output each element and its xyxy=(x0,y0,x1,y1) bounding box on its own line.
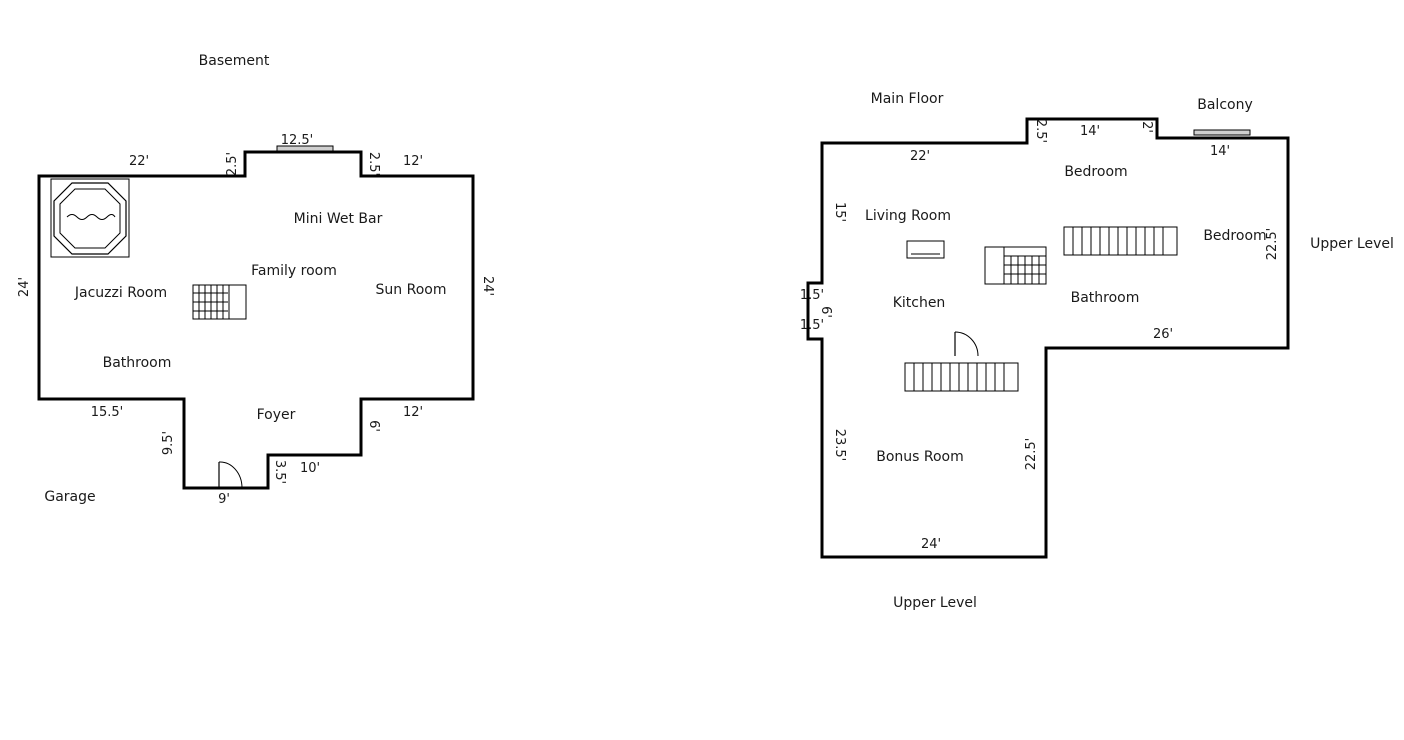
room-label-sun: Sun Room xyxy=(376,282,447,298)
dim-label: 24' xyxy=(17,277,32,297)
room-label-bathroom: Bathroom xyxy=(103,355,172,371)
room-label-kitchen: Kitchen xyxy=(893,295,946,311)
dim-label: 2.5' xyxy=(1033,119,1048,143)
dim-label: 9.5' xyxy=(161,431,176,455)
dim-label: 2' xyxy=(1139,121,1154,133)
dim-label: 14' xyxy=(1080,124,1100,139)
dim-label: 1.5' xyxy=(800,318,824,333)
stairs-icon xyxy=(904,362,1019,392)
stairs-icon xyxy=(1063,226,1178,256)
room-label-family: Family room xyxy=(251,263,337,279)
dim-label: 1.5' xyxy=(800,288,824,303)
room-label-garage: Garage xyxy=(44,489,95,505)
door-icon xyxy=(954,331,979,357)
dim-label: 22' xyxy=(129,154,149,169)
dim-label: 22.5' xyxy=(1265,228,1280,261)
stairs-icon xyxy=(192,284,247,320)
room-label-bonus: Bonus Room xyxy=(876,449,964,465)
room-label-bedroom: Bedroom xyxy=(1203,228,1266,244)
dim-label: 6' xyxy=(366,420,381,432)
dim-label: 23.5' xyxy=(832,429,847,462)
dim-label: 6' xyxy=(818,306,833,318)
dim-label: 9' xyxy=(218,492,230,507)
room-label-wet-bar: Mini Wet Bar xyxy=(294,211,383,227)
dim-label: 14' xyxy=(1210,144,1230,159)
dim-label: 24' xyxy=(921,537,941,552)
room-label-bedroom: Bedroom xyxy=(1064,164,1127,180)
dim-label: 24' xyxy=(480,276,495,296)
dim-label: 26' xyxy=(1153,327,1173,342)
dim-label: 2.5' xyxy=(225,152,240,176)
dim-label: 12.5' xyxy=(281,133,314,148)
main-floor-plan: Main Floor Balcony Upper Level Upper Lev… xyxy=(800,91,1394,611)
upper-level-label: Upper Level xyxy=(893,595,977,611)
main-floor-title: Main Floor xyxy=(871,91,944,107)
basement-plan: Basement xyxy=(17,53,495,507)
dim-label: 2.5' xyxy=(366,152,381,176)
window-marker xyxy=(1193,129,1251,136)
room-label-living: Living Room xyxy=(865,208,951,224)
upper-level-label: Upper Level xyxy=(1310,236,1394,252)
balcony-label: Balcony xyxy=(1197,97,1253,113)
main-floor-outline xyxy=(806,117,1290,559)
dim-label: 10' xyxy=(300,461,320,476)
dim-label: 15.5' xyxy=(91,405,124,420)
room-label-jacuzzi: Jacuzzi Room xyxy=(74,285,167,301)
room-label-foyer: Foyer xyxy=(257,407,296,423)
window-marker xyxy=(276,145,334,152)
basement-outline xyxy=(37,150,475,490)
dim-label: 22' xyxy=(910,149,930,164)
dim-label: 12' xyxy=(403,154,423,169)
jacuzzi-icon xyxy=(50,178,130,258)
room-label-bathroom: Bathroom xyxy=(1071,290,1140,306)
sink-icon xyxy=(906,240,945,259)
basement-title: Basement xyxy=(199,53,270,69)
dim-label: 12' xyxy=(403,405,423,420)
dim-label: 22.5' xyxy=(1024,438,1039,471)
dim-label: 15' xyxy=(832,202,847,222)
dim-label: 3.5' xyxy=(272,460,287,484)
stairs-icon xyxy=(984,246,1047,285)
door-icon xyxy=(218,461,243,489)
